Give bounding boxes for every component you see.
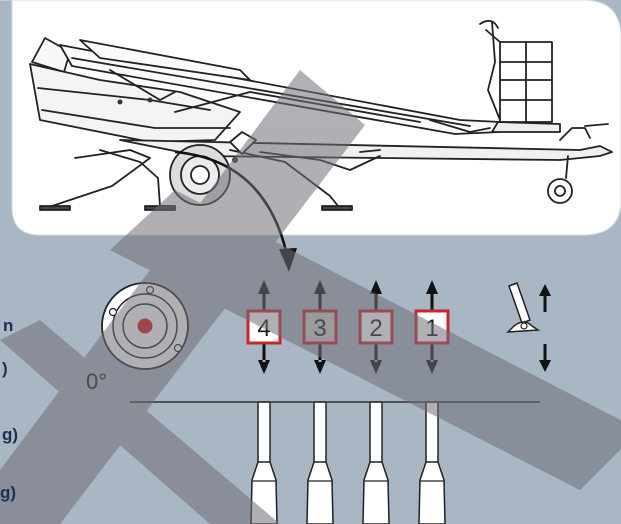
lever-down-arrow-icon	[314, 344, 326, 374]
lever-shaft	[369, 401, 383, 465]
down-arrow-icon	[539, 344, 551, 372]
lever-handle[interactable]	[306, 461, 334, 524]
side-label-3: g)	[2, 425, 19, 444]
lever-up-arrow-icon	[426, 280, 438, 310]
side-label-4: g)	[0, 483, 17, 502]
lever-handle[interactable]	[362, 461, 390, 524]
side-label-2: )	[2, 359, 8, 378]
side-label-1: n	[3, 316, 14, 335]
tilted-lever-icon	[506, 282, 541, 333]
lever-shaft	[257, 401, 271, 465]
lever-shaft	[313, 401, 327, 465]
lever-down-arrow-icon	[258, 344, 270, 374]
lever-handle[interactable]	[418, 461, 446, 524]
watermark	[0, 70, 621, 524]
up-arrow-icon	[539, 284, 551, 312]
